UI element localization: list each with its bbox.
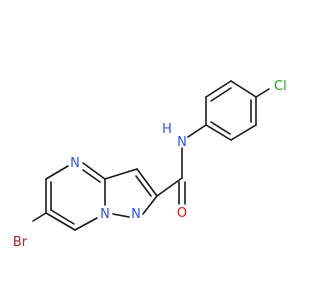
atom-labels: Br N N N O N H Cl: [13, 79, 287, 250]
atom-label-n-bridge: N: [100, 207, 110, 222]
bond-c7-c6-double: [50, 209, 75, 225]
bond-c3-c2-double: [135, 175, 152, 197]
bond-c6p-c1p-double: [210, 121, 231, 135]
bond-c7-c6: [45, 212, 76, 231]
atom-label-br: Br: [13, 235, 28, 250]
bond-n8-c7: [74, 217, 98, 231]
atom-label-n-pyrazole: N: [131, 207, 141, 222]
bond-c2p-c3p: [205, 80, 232, 98]
bond-c2p-c3p-double: [210, 87, 232, 102]
bond-c2-carbonyl: [156, 177, 183, 197]
bond-n4-c3a-double: [82, 169, 101, 183]
bond-n4-c3a: [82, 162, 106, 180]
atom-label-h-amide: H: [162, 122, 172, 137]
bond-c6p-c1p: [205, 124, 232, 141]
bond-c5-n4: [45, 165, 69, 180]
bond-c2-n1: [142, 195, 158, 215]
atom-label-o: O: [177, 206, 187, 221]
bond-c6-br: [32, 212, 47, 222]
bond-n1-n8: [112, 213, 130, 218]
atom-label-n-amide: N: [177, 135, 187, 150]
bond-c5p-c6p: [230, 124, 257, 141]
bonds: [32, 80, 270, 231]
bond-c3a-c3: [104, 168, 138, 180]
molecule-structure: Br N N N O N H Cl: [13, 79, 287, 250]
bond-c3-c2: [136, 168, 158, 197]
bond-n-c1p: [187, 124, 207, 138]
bond-c4p-cl: [255, 88, 270, 98]
bond-c3p-c4p: [230, 80, 257, 98]
atom-label-n-pyrimidine: N: [70, 156, 80, 171]
atom-label-cl: Cl: [274, 79, 287, 94]
